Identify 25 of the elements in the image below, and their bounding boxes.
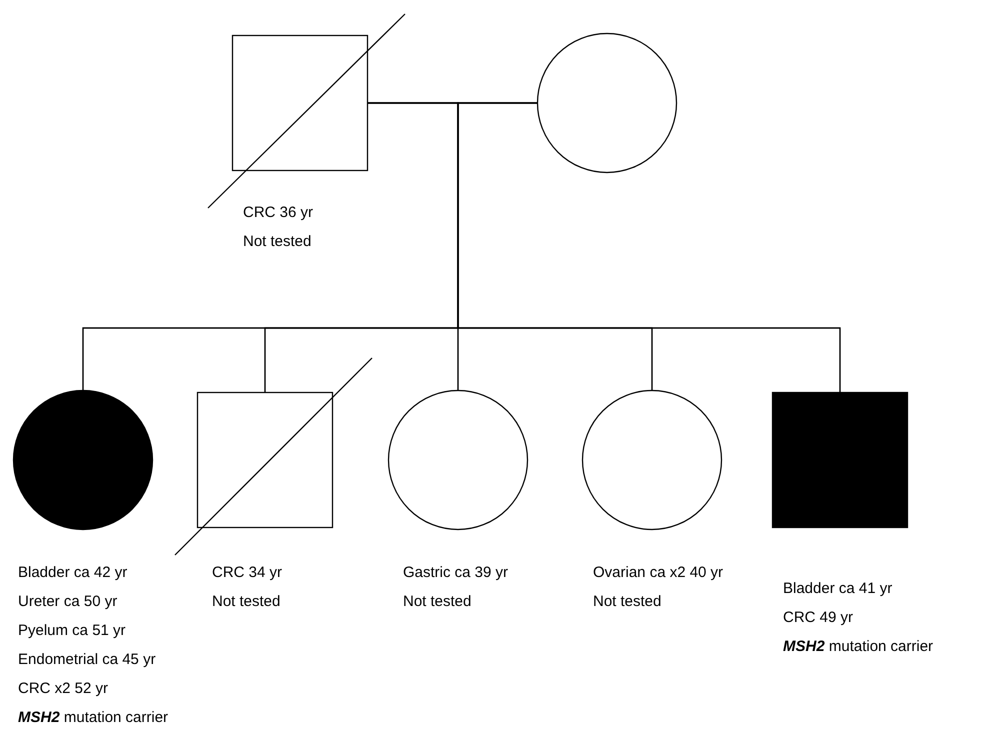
caption-text: CRC x2 52 yr <box>18 680 108 698</box>
caption-text: Ureter ca 50 yr <box>18 593 118 611</box>
male-square <box>197 392 333 528</box>
caption-text: MSH2 mutation carrier <box>18 709 168 727</box>
caption-text: Not tested <box>243 233 312 251</box>
female-circle <box>537 33 677 173</box>
female-circle <box>582 390 722 530</box>
male-square <box>232 35 368 171</box>
caption-text: Not tested <box>593 593 662 611</box>
caption-text: CRC 36 yr <box>243 204 314 222</box>
caption-text: Ovarian ca x2 40 yr <box>593 564 724 582</box>
caption-text: Not tested <box>212 593 280 611</box>
pedigree-line <box>457 102 841 392</box>
caption-text: Gastric ca 39 yr <box>403 564 508 582</box>
affected-female-circle <box>13 390 153 530</box>
female-circle <box>388 390 528 530</box>
caption-text: CRC 34 yr <box>212 564 282 582</box>
affected-male-square <box>772 392 908 528</box>
caption-text: CRC 49 yr <box>783 609 854 627</box>
caption-text: Bladder ca 42 yr <box>18 564 128 582</box>
caption-text: Not tested <box>403 593 472 611</box>
caption-text: Endometrial ca 45 yr <box>18 651 156 669</box>
caption-text: Pyelum ca 51 yr <box>18 622 126 640</box>
caption-text: MSH2 mutation carrier <box>783 638 934 656</box>
caption-text: Bladder ca 41 yr <box>783 580 892 598</box>
